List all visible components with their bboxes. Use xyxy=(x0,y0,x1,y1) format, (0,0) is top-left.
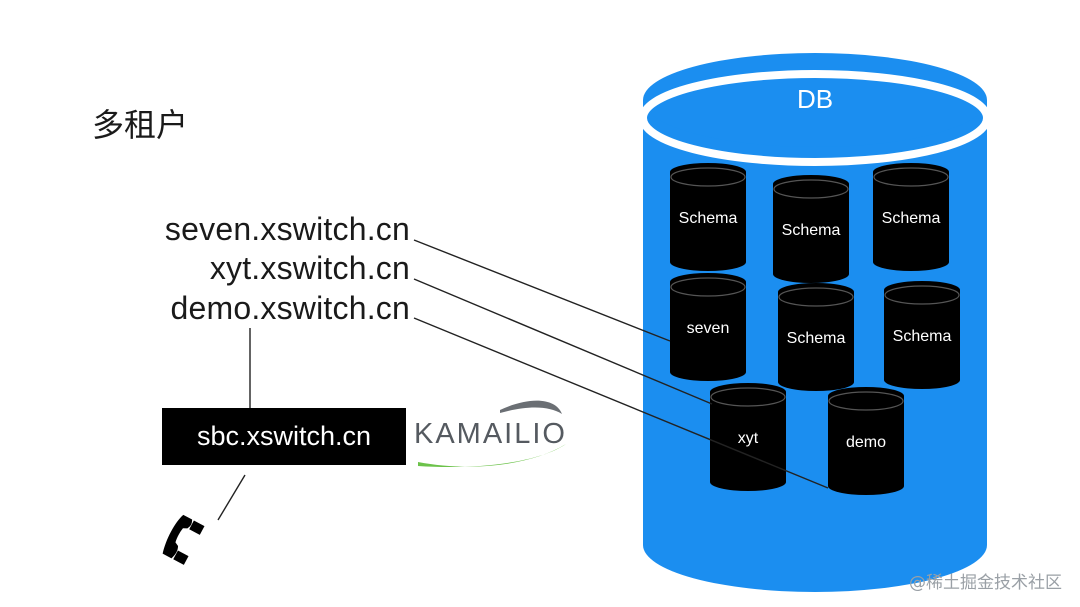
sbc-label: sbc.xswitch.cn xyxy=(196,421,372,451)
watermark: @稀土掘金技术社区 xyxy=(909,573,1062,593)
page-title: 多租户 xyxy=(92,106,189,144)
schema-cylinder-seven: seven xyxy=(670,273,746,381)
line-demo xyxy=(413,317,829,489)
schema-label-s3: Schema xyxy=(882,210,941,227)
line-xyt xyxy=(413,278,713,405)
schema-cylinder-s5: Schema xyxy=(778,283,854,391)
line-sbc-to-phone xyxy=(217,474,246,521)
schema-cylinder-xyt: xyt xyxy=(710,383,786,491)
phone-icon xyxy=(162,514,205,565)
domain-seven: seven.xswitch.cn xyxy=(164,211,410,247)
sbc-box: sbc.xswitch.cn xyxy=(162,408,406,465)
schema-cylinder-s2: Schema xyxy=(773,175,849,283)
domain-demo: demo.xswitch.cn xyxy=(170,290,410,326)
schema-label-seven: seven xyxy=(687,320,730,337)
kamailio-logo-text: KAMAILIO xyxy=(414,418,567,450)
schema-label-xyt: xyt xyxy=(738,430,759,447)
schema-label-s1: Schema xyxy=(679,210,738,227)
schema-label-s2: Schema xyxy=(782,222,841,239)
schema-cylinder-s1: Schema xyxy=(670,163,746,271)
schema-cylinder-s6: Schema xyxy=(884,281,960,389)
kamailio-swoosh-icon xyxy=(418,400,566,468)
connector-lines xyxy=(217,239,829,521)
db-label: DB xyxy=(797,84,833,114)
line-seven xyxy=(413,239,671,342)
schema-label-demo: demo xyxy=(846,434,886,451)
schema-label-s5: Schema xyxy=(787,330,846,347)
schema-cylinder-s3: Schema xyxy=(873,163,949,271)
schema-label-s6: Schema xyxy=(893,328,952,345)
schema-cylinder-demo: demo xyxy=(828,387,904,495)
domain-xyt: xyt.xswitch.cn xyxy=(209,250,410,286)
